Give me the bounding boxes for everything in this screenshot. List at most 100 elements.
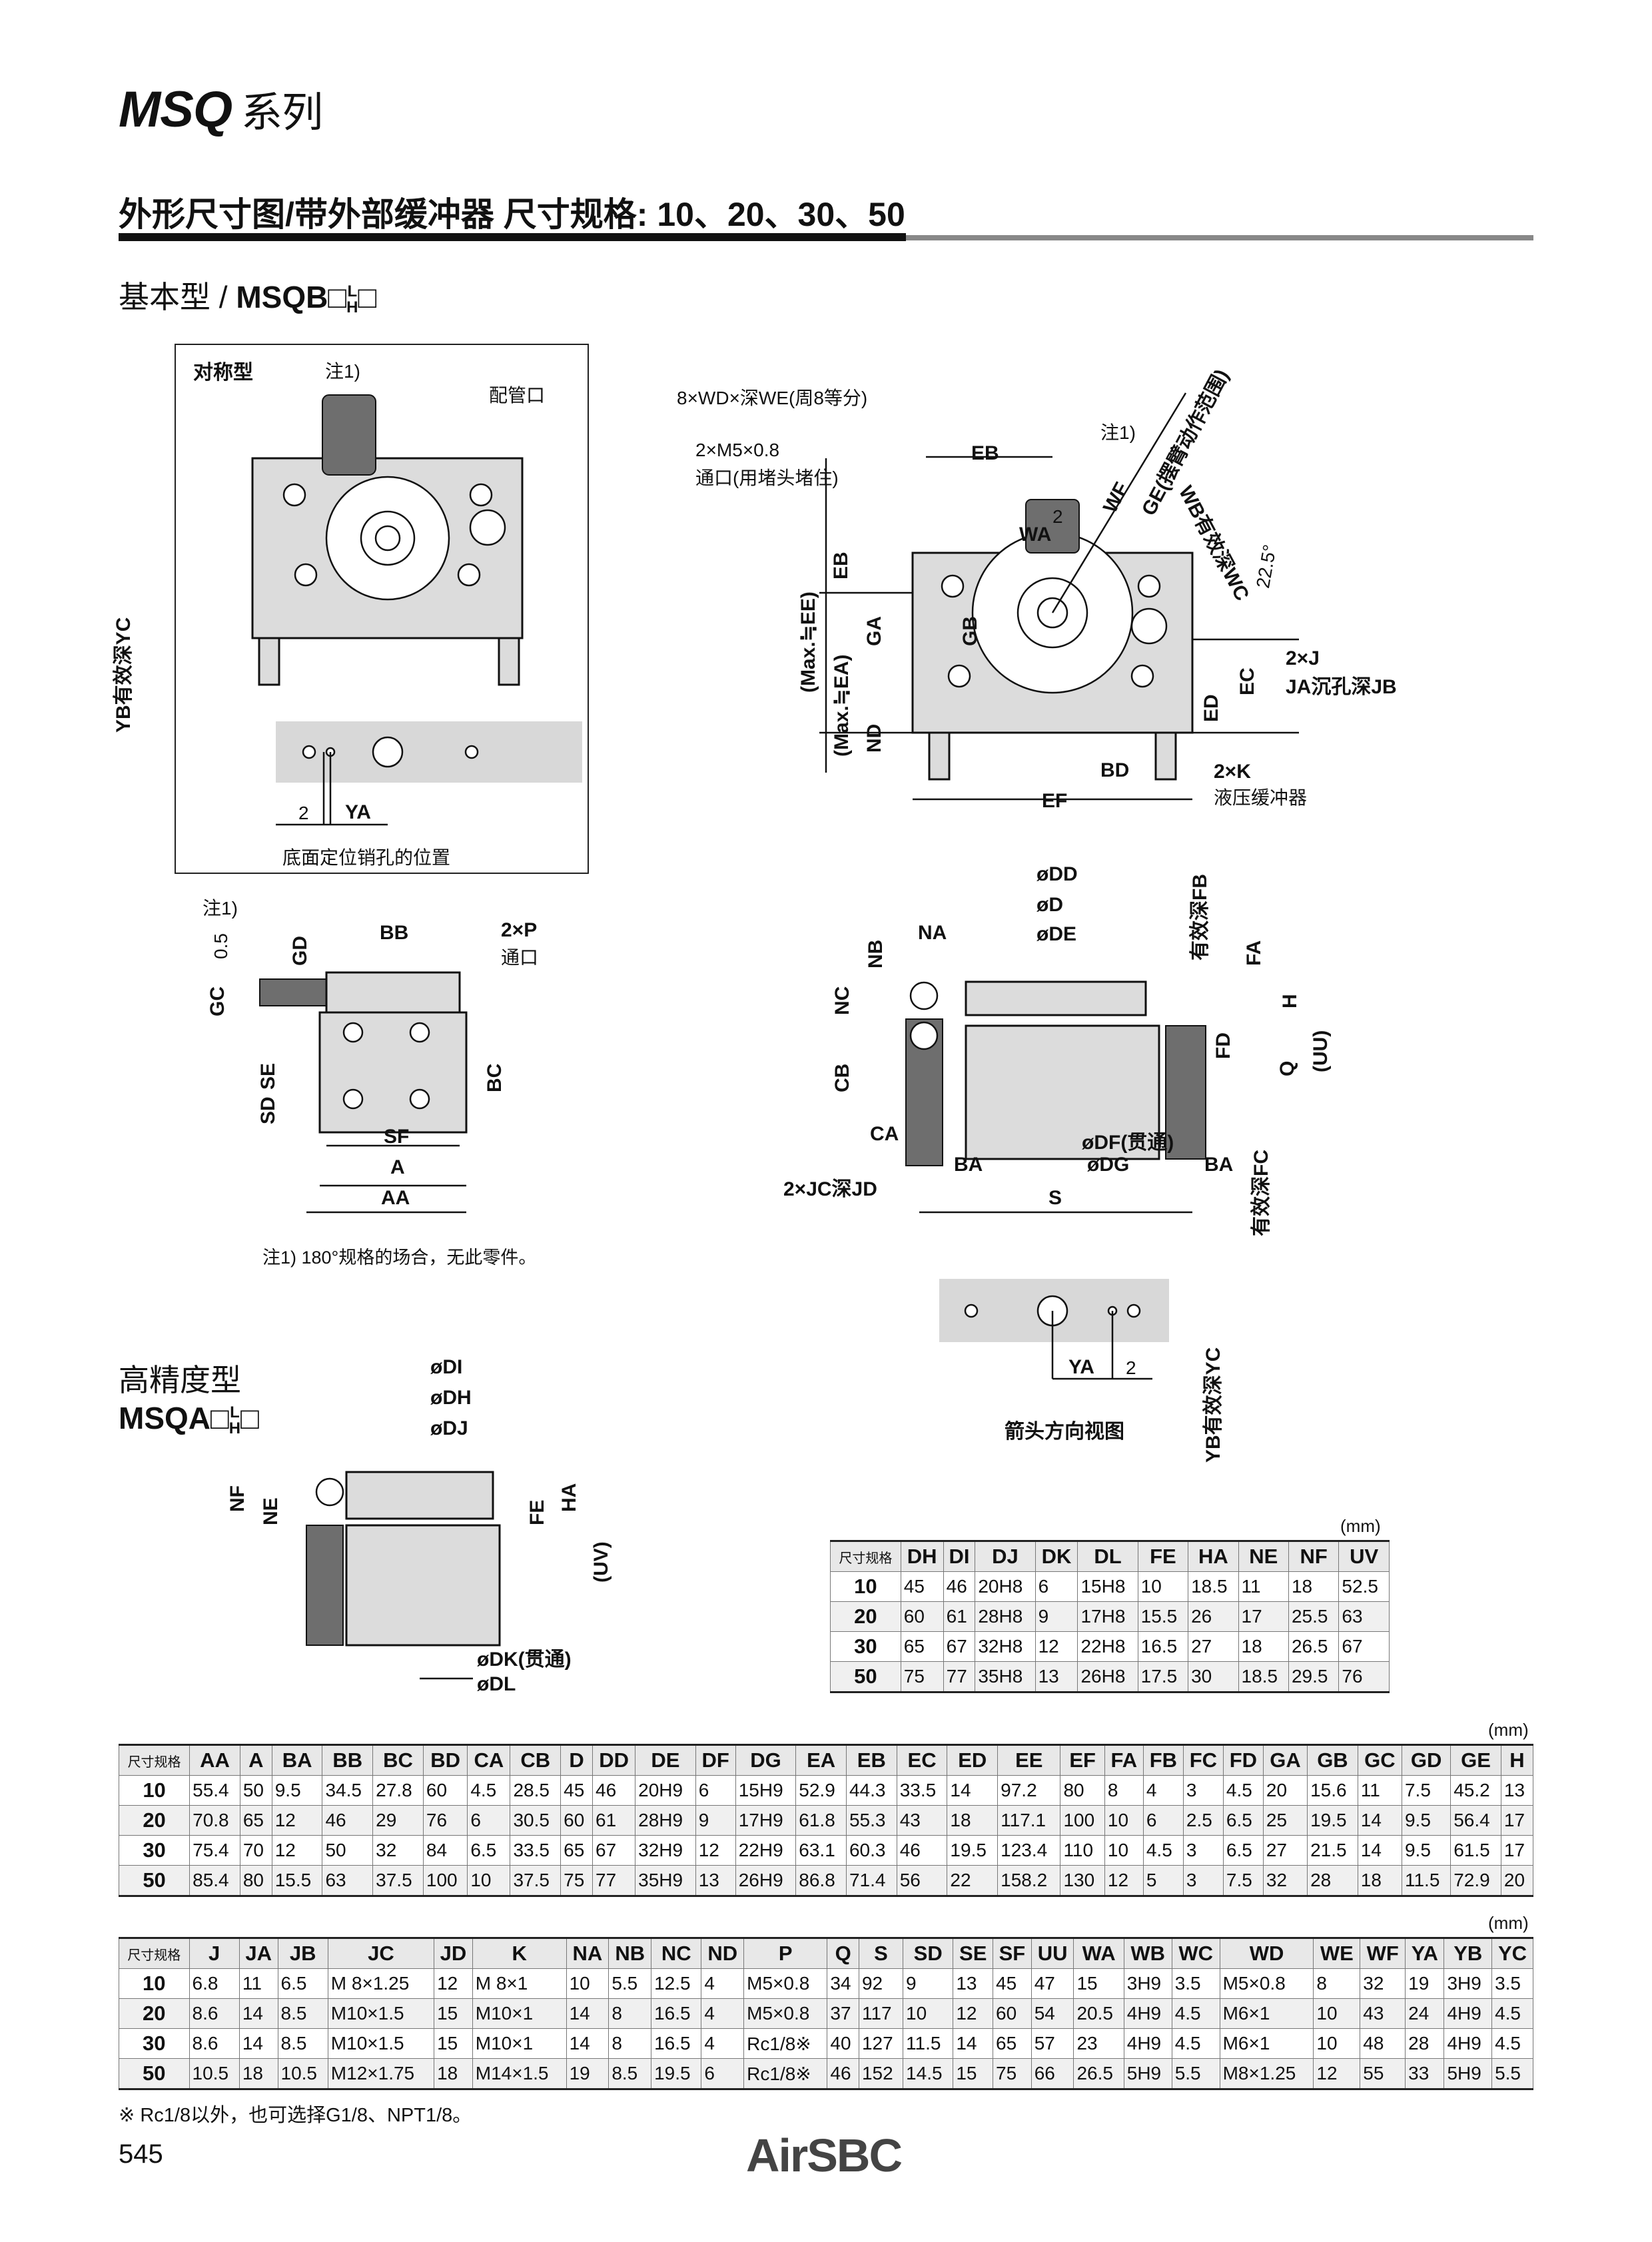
table-cell: 54 bbox=[1031, 1998, 1074, 2029]
k-label: 2×K bbox=[1214, 761, 1251, 783]
column-header: EF bbox=[1060, 1744, 1105, 1776]
table-cell: 85.4 bbox=[189, 1865, 240, 1897]
table-cell: 14 bbox=[566, 1998, 610, 2029]
table-cell: 12 bbox=[695, 1835, 736, 1866]
column-header: JC bbox=[327, 1937, 435, 1969]
table-cell: 46 bbox=[896, 1835, 948, 1866]
table-cell: 17 bbox=[1500, 1805, 1534, 1836]
column-header: WE bbox=[1313, 1937, 1361, 1969]
table-cell: 19.5 bbox=[1307, 1805, 1358, 1836]
column-header: S bbox=[858, 1937, 904, 1969]
arrow-view-caption: 箭头方向视图 bbox=[1005, 1421, 1124, 1443]
table-cell: 152 bbox=[858, 2058, 904, 2090]
fd-label: FD bbox=[1212, 1032, 1234, 1059]
table-cell: 8.5 bbox=[277, 1998, 328, 2029]
table-cell: 14 bbox=[1357, 1835, 1402, 1866]
table-cell: 17.5 bbox=[1137, 1661, 1189, 1693]
table-cell: 65 bbox=[900, 1631, 944, 1662]
dh-label: øDH bbox=[430, 1387, 472, 1409]
table-bottom-unit: (mm) bbox=[1488, 1913, 1529, 1933]
table-cell: 4H9 bbox=[1123, 1998, 1172, 2029]
nc-label: NC bbox=[831, 986, 853, 1015]
table-cell: 15 bbox=[1073, 1968, 1124, 1999]
column-header: EA bbox=[795, 1744, 847, 1776]
column-header: NF bbox=[1288, 1540, 1340, 1572]
table-cell: 32H9 bbox=[635, 1835, 696, 1866]
column-header: DE bbox=[635, 1744, 696, 1776]
max-ee-label: (Max.≒EE) bbox=[797, 591, 819, 693]
table-cell: 11 bbox=[1357, 1775, 1402, 1806]
table-cell: 4.5 bbox=[1142, 1835, 1184, 1866]
table-cell: 77 bbox=[592, 1865, 636, 1897]
table-cell: 20H9 bbox=[635, 1775, 696, 1806]
table-cell: 123.4 bbox=[997, 1835, 1061, 1866]
column-header: WC bbox=[1171, 1937, 1220, 1969]
table-cell: 55 bbox=[1360, 2058, 1406, 2090]
table-cell: 8 bbox=[608, 1998, 652, 2029]
column-header: DJ bbox=[975, 1540, 1036, 1572]
column-header: ED bbox=[947, 1744, 999, 1776]
table-cell: 63.1 bbox=[795, 1835, 847, 1866]
table-cell: 20 bbox=[1262, 1775, 1308, 1806]
table-cell: 9.5 bbox=[1401, 1805, 1451, 1836]
table-cell: 37.5 bbox=[372, 1865, 424, 1897]
nb-label: NB bbox=[865, 939, 887, 968]
table-cell: 4.5 bbox=[1491, 1998, 1533, 2029]
de-label: øDE bbox=[1036, 923, 1076, 945]
column-header: FE bbox=[1137, 1540, 1189, 1572]
table-cell: 14 bbox=[566, 2028, 610, 2059]
size-cell: 20 bbox=[830, 1601, 901, 1632]
table-cell: 12 bbox=[1104, 1865, 1144, 1897]
table-cell: M6×1 bbox=[1219, 1998, 1314, 2029]
s-label: S bbox=[1048, 1187, 1062, 1209]
table-cell: M 8×1.25 bbox=[327, 1968, 435, 1999]
table-cell: 48 bbox=[1360, 2028, 1406, 2059]
table-cell: 2.5 bbox=[1182, 1805, 1224, 1836]
gd-label: GD bbox=[289, 936, 311, 966]
size-cell: 30 bbox=[118, 1835, 191, 1866]
table-cell: 50 bbox=[322, 1835, 374, 1866]
table-cell: 4H9 bbox=[1444, 2028, 1493, 2059]
table-cell: 3.5 bbox=[1171, 1968, 1220, 1999]
table-cell: 3 bbox=[1182, 1865, 1224, 1897]
table-cell: 60 bbox=[560, 1805, 594, 1836]
yb-yc2-label: YB有效深YC bbox=[1202, 1347, 1224, 1463]
table-cell: 18 bbox=[1238, 1631, 1289, 1662]
table-cell: M5×0.8 bbox=[743, 1998, 828, 2029]
column-header: SD bbox=[903, 1937, 954, 1969]
table-cell: 6.5 bbox=[1222, 1805, 1264, 1836]
table-cell: 72.9 bbox=[1450, 1865, 1501, 1897]
table-cell: 29.5 bbox=[1288, 1661, 1340, 1693]
table-cell: 43 bbox=[1360, 1998, 1406, 2029]
table-cell: 4.5 bbox=[1491, 2028, 1533, 2059]
table-cell: 60.3 bbox=[845, 1835, 897, 1866]
fe-label: FE bbox=[526, 1499, 548, 1525]
table-cell: 17H8 bbox=[1077, 1601, 1138, 1632]
table-cell: 45.2 bbox=[1450, 1775, 1501, 1806]
two-label: 2 bbox=[1052, 506, 1063, 527]
table-cell: 75 bbox=[900, 1661, 944, 1693]
size-header: 尺寸规格 bbox=[830, 1540, 901, 1572]
column-header: H bbox=[1500, 1744, 1534, 1776]
column-header: GD bbox=[1401, 1744, 1451, 1776]
table-cell: 24 bbox=[1405, 1998, 1445, 2029]
page-number: 545 bbox=[119, 2139, 163, 2169]
table-cell: 8 bbox=[1104, 1775, 1144, 1806]
symmetric-view-frame bbox=[175, 344, 589, 874]
table-cell: 22 bbox=[947, 1865, 999, 1897]
column-header: HA bbox=[1188, 1540, 1239, 1572]
size-cell: 10 bbox=[118, 1775, 191, 1806]
eb-vert-label: EB bbox=[830, 552, 852, 579]
table-cell: 26.5 bbox=[1288, 1631, 1340, 1662]
column-header: DL bbox=[1077, 1540, 1138, 1572]
table-cell: 18 bbox=[1288, 1571, 1340, 1602]
j-label: 2×J bbox=[1286, 647, 1320, 669]
table-cell: 100 bbox=[1060, 1805, 1105, 1836]
table-cell: 6.5 bbox=[277, 1968, 328, 1999]
table-cell: 40 bbox=[827, 2028, 859, 2059]
size-cell: 50 bbox=[118, 1865, 191, 1897]
half-label: 0.5 bbox=[210, 933, 231, 959]
